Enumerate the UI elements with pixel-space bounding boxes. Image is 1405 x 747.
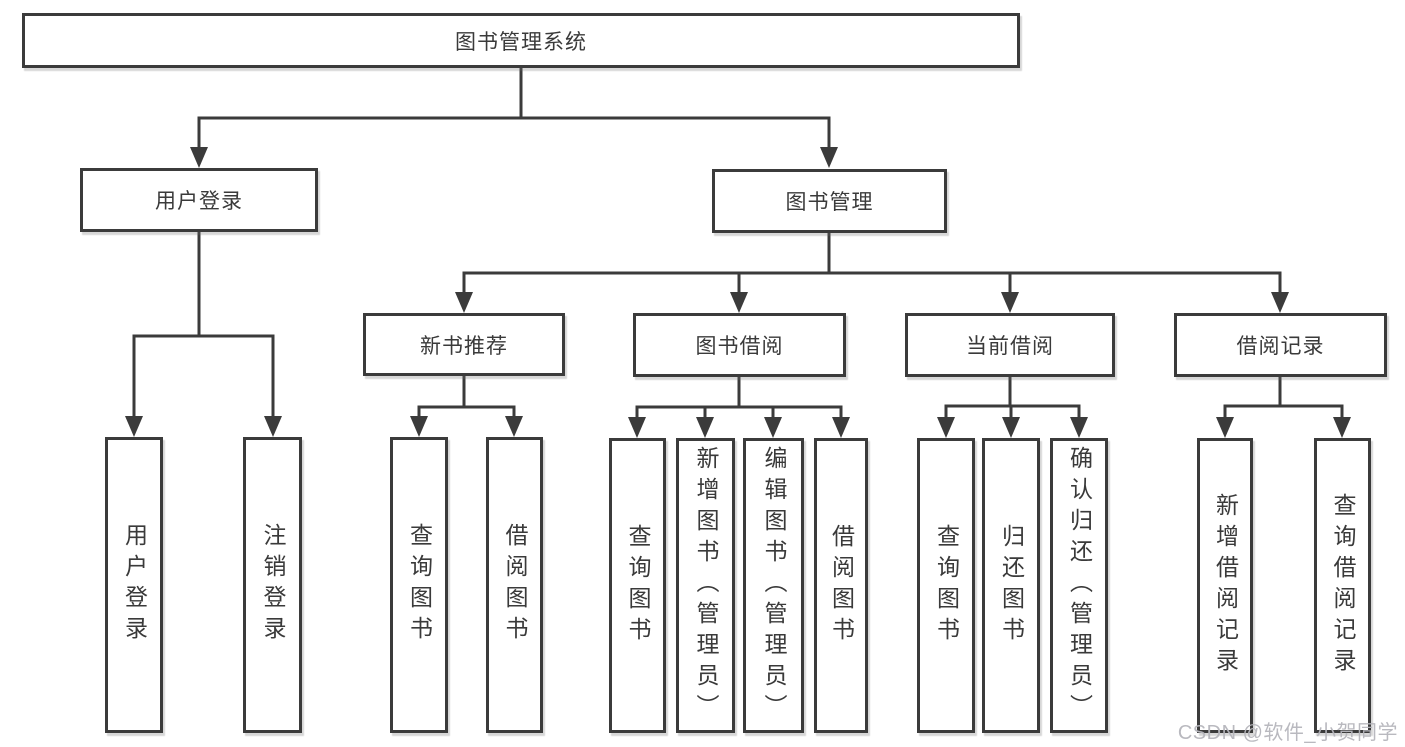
leaf-add-borrow-record: 新增借阅记录 [1197,438,1253,733]
node-label: 新书推荐 [420,334,508,358]
leaf-label: 确认归还（管理员） [1066,446,1093,725]
leaf-label: 借阅图书 [502,523,528,647]
leaf-borrow-books-recommend: 借阅图书 [486,437,543,733]
leaf-user-login: 用户登录 [105,437,163,733]
leaf-label: 用户登录 [121,523,148,647]
leaf-confirm-return-admin: 确认归还（管理员） [1050,438,1108,733]
node-label: 当前借阅 [966,335,1054,358]
leaf-label: 查询图书 [406,523,433,647]
leaf-label: 注销登录 [260,523,286,647]
node-label: 用户登录 [155,190,243,213]
leaf-query-books-borrow: 查询图书 [609,438,666,733]
leaf-label: 编辑图书（管理员） [761,446,787,725]
leaf-label: 借阅图书 [828,523,855,648]
leaf-query-books-recommend: 查询图书 [390,437,448,733]
leaf-query-borrow-record: 查询借阅记录 [1314,438,1371,733]
node-book-borrowing: 图书借阅 [633,313,846,377]
leaf-label: 查询图书 [625,523,651,648]
node-label: 图书借阅 [695,335,784,358]
node-borrowing-records: 借阅记录 [1174,313,1387,377]
node-label: 借阅记录 [1236,335,1325,358]
leaf-label: 新增借阅记录 [1212,492,1239,679]
leaf-query-books-current: 查询图书 [917,438,975,733]
leaf-label: 查询图书 [933,523,960,648]
leaf-label: 查询借阅记录 [1330,492,1356,679]
node-book-management: 图书管理 [712,169,947,233]
node-library-management-system: 图书管理系统 [22,13,1020,68]
leaf-return-books: 归还图书 [982,438,1040,733]
node-label: 图书管理系统 [455,30,587,54]
leaf-borrow-books: 借阅图书 [814,438,868,733]
leaf-logout: 注销登录 [243,437,302,733]
node-label: 图书管理 [785,191,874,214]
leaf-label: 归还图书 [998,523,1025,648]
node-current-borrowing: 当前借阅 [905,313,1115,377]
leaf-label: 新增图书（管理员） [693,446,719,725]
leaf-edit-books-admin: 编辑图书（管理员） [743,438,804,733]
node-user-login: 用户登录 [80,168,318,232]
leaf-add-books-admin: 新增图书（管理员） [676,438,735,733]
node-new-book-recommendation: 新书推荐 [363,313,565,376]
